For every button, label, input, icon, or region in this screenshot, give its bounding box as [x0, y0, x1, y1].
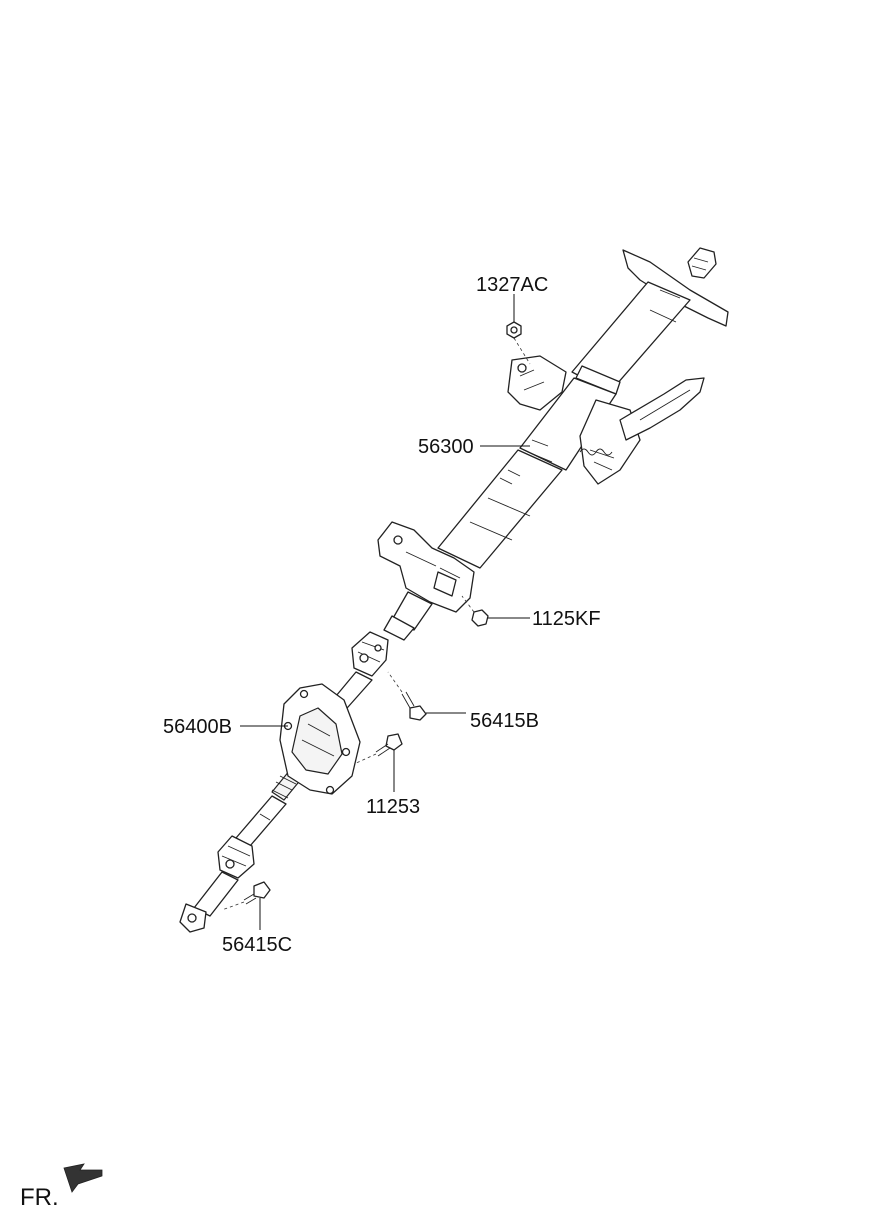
part-label-56400b: 56400B: [163, 716, 232, 738]
front-arrow-icon: [63, 1163, 103, 1193]
part-label-1327ac: 1327AC: [476, 274, 548, 296]
bolt-56415c: [221, 881, 271, 911]
part-label-56300: 56300: [418, 436, 474, 458]
bolt-1125kf: [461, 595, 489, 627]
front-direction-indicator: FR.: [20, 1163, 103, 1211]
steering-column-assembly: [377, 247, 729, 641]
part-label-11253: 11253: [366, 796, 420, 818]
dash-panel-cover: [279, 683, 361, 795]
bolt-11253: [353, 733, 403, 765]
nut-1327ac: [506, 321, 531, 365]
part-label-56415c: 56415C: [222, 934, 292, 956]
part-label-56415b: 56415B: [470, 710, 539, 732]
bolt-56415b: [387, 671, 427, 721]
fr-label: FR.: [20, 1184, 59, 1211]
part-label-1125kf: 1125KF: [532, 608, 601, 630]
intermediate-shaft: [179, 631, 389, 933]
